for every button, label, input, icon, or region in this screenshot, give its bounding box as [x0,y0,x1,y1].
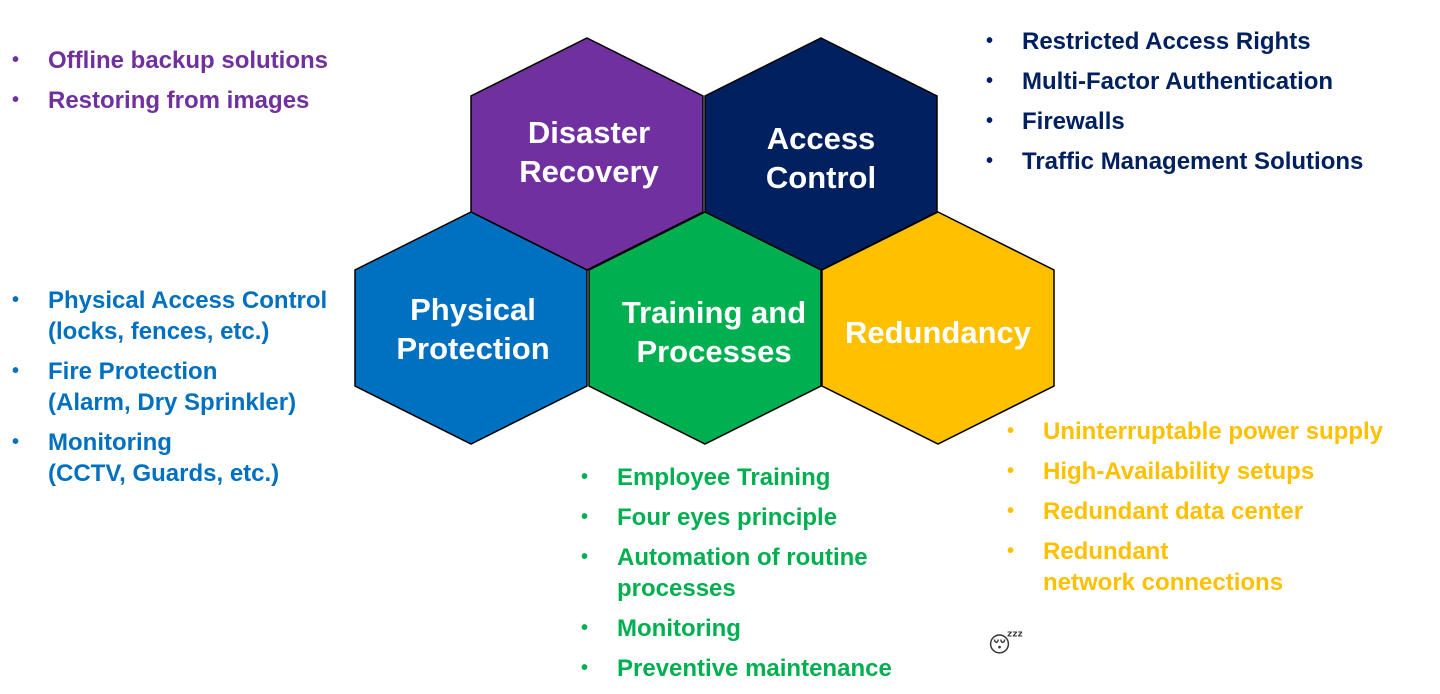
list-item: Offline backup solutions [12,45,328,76]
list-item-text: Monitoring [617,615,741,642]
hex-label-access-line2: Control [766,160,876,195]
list-item-text: Firewalls [1022,108,1125,135]
hex-label-access-line1: Access [767,121,876,156]
redundancy-list: Uninterruptable power supplyHigh-Availab… [1007,416,1427,607]
list-item: Automation of routine processes [581,542,911,604]
list-item: Monitoring [581,613,911,644]
list-item-text: Traffic Management Solutions [1022,148,1364,175]
list-item-text: Restricted Access Rights [1022,28,1311,55]
list-item-text: Fire Protection (Alarm, Dry Sprinkler) [48,358,297,416]
hex-label-disaster-line2: Recovery [519,154,659,189]
list-item-text: Automation of routine processes [617,544,868,602]
hexagon-redundancy[interactable] [821,211,1055,445]
physical-protection-list: Physical Access Control (locks, fences, … [12,285,357,498]
hex-label-disaster-line1: Disaster [528,115,650,150]
list-item: Restoring from images [12,85,328,116]
list-item-text: Preventive maintenance [617,655,892,682]
list-item: Monitoring (CCTV, Guards, etc.) [12,427,357,489]
hex-label-training-line1: Training and [622,295,806,330]
list-item-text: Redundant network connections [1043,538,1284,596]
list-item: Preventive maintenance [581,653,911,684]
list-item: Firewalls [986,106,1363,137]
hex-label-physical-line1: Physical [410,292,536,327]
hexagon-training-processes[interactable] [588,211,822,445]
training-processes-list: Employee TrainingFour eyes principleAuto… [581,462,911,693]
list-item: Redundant data center [1007,496,1427,527]
hex-label-redundancy: Redundancy [845,315,1032,350]
disaster-recovery-list: Offline backup solutionsRestoring from i… [12,45,328,125]
list-item: Employee Training [581,462,911,493]
list-item: High-Availability setups [1007,456,1427,487]
list-item: Uninterruptable power supply [1007,416,1427,447]
list-item-text: Restoring from images [48,87,310,114]
list-item-text: High-Availability setups [1043,458,1315,485]
hex-label-physical-line2: Protection [396,331,549,366]
list-item: Redundant network connections [1007,536,1427,598]
list-item-text: Offline backup solutions [48,47,329,74]
list-item-text: Monitoring (CCTV, Guards, etc.) [48,429,280,487]
hexagon-physical-protection[interactable] [354,211,588,445]
sleeping-face-icon: 😴 [988,632,1024,657]
list-item-text: Four eyes principle [617,504,838,531]
list-item: Four eyes principle [581,502,911,533]
list-item: Multi-Factor Authentication [986,66,1363,97]
hex-label-training-line2: Processes [636,334,791,369]
list-item: Physical Access Control (locks, fences, … [12,285,357,347]
list-item-text: Redundant data center [1043,498,1304,525]
list-item: Traffic Management Solutions [986,146,1363,177]
list-item-text: Physical Access Control (locks, fences, … [48,287,328,345]
list-item-text: Multi-Factor Authentication [1022,68,1334,95]
list-item-text: Employee Training [617,464,831,491]
list-item: Restricted Access Rights [986,26,1363,57]
list-item-text: Uninterruptable power supply [1043,418,1384,445]
access-control-list: Restricted Access RightsMulti-Factor Aut… [986,26,1363,186]
list-item: Fire Protection (Alarm, Dry Sprinkler) [12,356,357,418]
